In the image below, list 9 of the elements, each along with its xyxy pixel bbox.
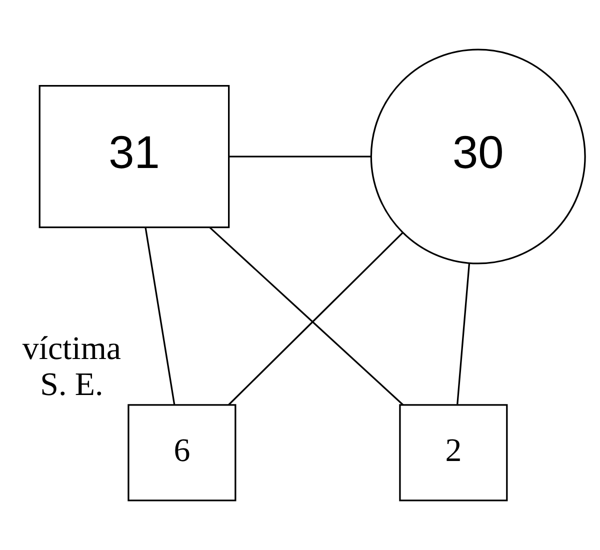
connector [144,227,176,406]
node-label: víctima [22,330,122,367]
node-label: S. E. [40,367,104,404]
connector [228,156,372,158]
connector [456,263,470,404]
node-box: 2 [399,404,508,502]
node-box: 31 [38,84,230,228]
node-box: 6 [128,404,236,502]
node-circle: 30 [370,48,586,264]
